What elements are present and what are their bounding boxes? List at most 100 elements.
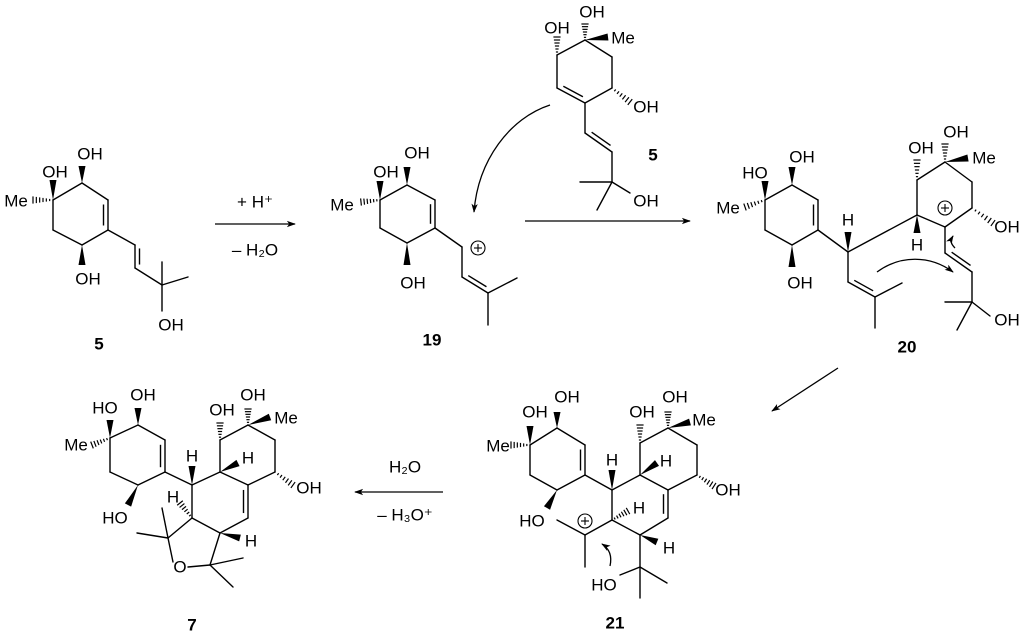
bond: [944, 161, 973, 183]
hashed-bond: [510, 441, 528, 449]
wedge-bond: [668, 418, 691, 428]
atom-label: OH: [42, 163, 68, 182]
bond: [584, 132, 613, 153]
double-bond-line: [562, 85, 584, 98]
atom-label: H: [660, 452, 672, 471]
hashed-bond: [913, 159, 921, 178]
atom-label: Me: [64, 436, 88, 455]
curved-arrow-small: [946, 235, 956, 249]
bond: [247, 424, 276, 441]
bond: [134, 267, 163, 286]
bond: [164, 471, 193, 486]
bond: [107, 229, 136, 246]
bond: [209, 532, 221, 566]
wedge-bond: [640, 460, 660, 475]
atom-label: Me: [716, 199, 740, 218]
atom-label: HO: [92, 399, 118, 418]
bond: [584, 519, 613, 536]
wedge-bond: [403, 243, 411, 265]
bond: [556, 474, 586, 491]
reagent-label: + H⁺: [237, 193, 273, 212]
bond: [81, 182, 109, 201]
bond: [556, 427, 586, 446]
hashed-bond: [176, 500, 192, 517]
bond: [944, 252, 973, 273]
bond: [191, 517, 221, 534]
wedge-bond: [945, 154, 969, 162]
atom-label: HO: [742, 164, 768, 183]
compound-number: 5: [648, 146, 657, 165]
bond: [639, 566, 668, 584]
curved-arrow-nucleophile: [471, 104, 551, 213]
hashed-bond: [941, 143, 949, 160]
bond: [187, 564, 211, 568]
atom-label: OH: [77, 145, 103, 164]
atom-label: OH: [400, 274, 426, 293]
bond: [584, 39, 613, 58]
atom-label: H: [663, 539, 675, 558]
wedge-bond: [608, 470, 616, 490]
atom-label: OH: [943, 123, 969, 142]
compound-number: 19: [423, 331, 442, 350]
ring-oxygen-label: O: [173, 558, 186, 577]
bond: [81, 229, 109, 246]
atom-label: HO: [102, 509, 128, 528]
bond: [944, 207, 973, 228]
wedge-bond: [134, 408, 142, 425]
wedge-bond: [543, 490, 557, 510]
hashed-bond: [553, 36, 561, 53]
bond: [406, 184, 436, 201]
compound-number: 21: [606, 614, 625, 633]
bond: [379, 227, 408, 244]
bond: [791, 184, 819, 201]
atom-label: OH: [994, 218, 1020, 237]
hashed-bond: [216, 422, 224, 438]
atom-label: OH: [404, 144, 430, 163]
atom-label: OH: [787, 274, 813, 293]
wedge-bond: [124, 485, 138, 507]
bond: [619, 566, 641, 576]
hashed-bond: [581, 23, 589, 38]
hashed-bond: [276, 472, 296, 489]
wedge-bond: [640, 535, 659, 546]
atom-label: Me: [4, 192, 28, 211]
wedge-bond: [248, 413, 272, 425]
bond: [487, 277, 518, 294]
bond: [167, 537, 174, 563]
wedge-bond: [78, 166, 86, 183]
atom-label: H: [606, 451, 618, 470]
atom-label: Me: [330, 196, 354, 215]
atom-label: OH: [579, 3, 605, 22]
double-bond-line: [467, 274, 487, 288]
atom-label: OH: [662, 388, 688, 407]
wedge-bond: [49, 180, 57, 200]
atom-label: H: [186, 447, 198, 466]
bond: [667, 427, 698, 446]
atom-label: OH: [544, 19, 570, 38]
atom-label: OH: [296, 479, 322, 498]
wedge-bond: [585, 33, 609, 41]
bond: [611, 181, 631, 194]
bond: [109, 471, 139, 486]
bond: [137, 424, 166, 441]
bond: [529, 474, 558, 491]
cation-charge-icon: [577, 513, 593, 529]
atom-label: OH: [209, 401, 235, 420]
atom-label: OH: [633, 192, 659, 211]
atom-label: H: [167, 488, 179, 507]
atom-label: HO: [519, 512, 545, 531]
bond: [556, 87, 586, 104]
bond: [764, 229, 793, 246]
wedge-bond: [788, 167, 796, 185]
atom-label: OH: [240, 386, 266, 405]
bond: [847, 214, 918, 253]
double-bond-line: [591, 131, 611, 147]
wedge-bond: [403, 167, 411, 185]
bond: [916, 161, 946, 181]
atom-label: H: [633, 499, 645, 518]
atom-label: OH: [715, 481, 741, 500]
bond-layer: [32, 23, 996, 599]
compound-number: 20: [898, 338, 917, 357]
curved-arrow-cyclization: [876, 258, 954, 273]
